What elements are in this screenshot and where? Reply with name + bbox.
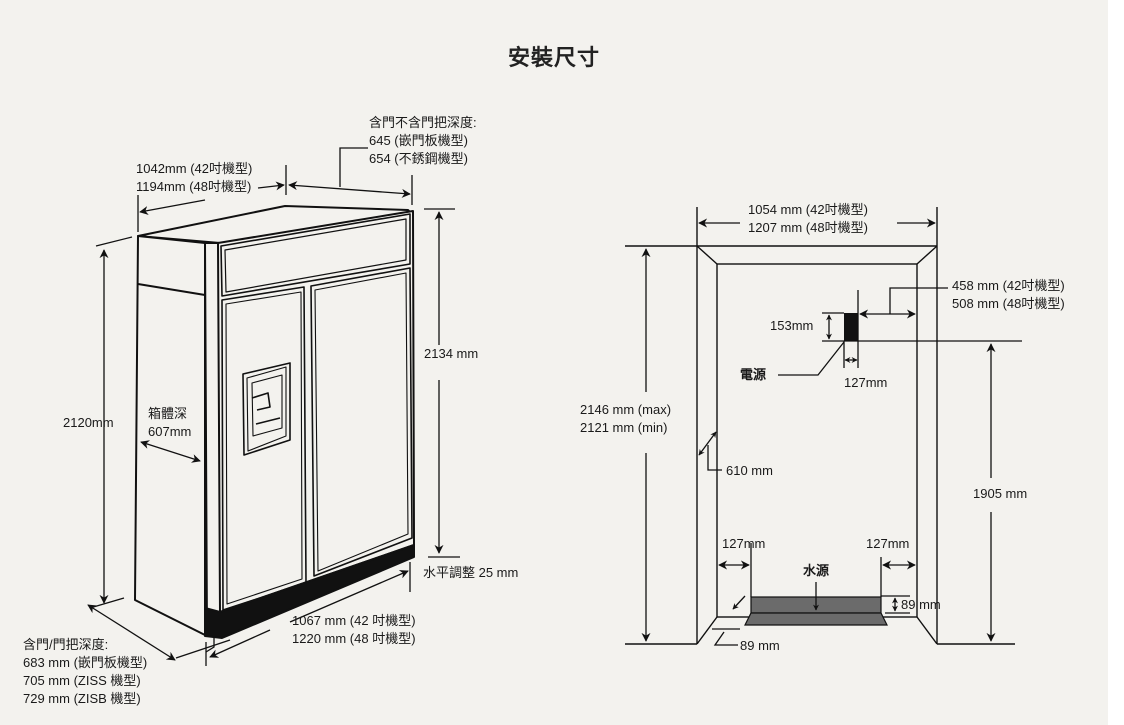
dim-door-depth [288,181,411,198]
depth-with-handle-label: 含門/門把深度: 683 mm (嵌門板機型) 705 mm (ZISS 機型)… [23,636,147,708]
dim-opening-depth [698,431,717,456]
depth-with-handle-line-2: 705 mm (ZISS 機型) [23,673,141,688]
width-bottom-label: 1067 mm (42 吋機型) 1220 mm (48 吋機型) [292,612,416,648]
depth-with-handle-heading: 含門/門把深度: [23,637,109,652]
door-depth-line-1: 645 (嵌門板機型) [369,133,468,148]
water-depth-label: 89 mm [740,638,780,653]
power-height-label: 153mm [770,318,814,333]
fridge-top-panel [220,213,411,297]
depth-with-handle-line-3: 729 mm (ZISB 機型) [23,691,141,706]
left-dimension-lines [87,147,460,666]
power-source-label: 電源 [740,367,767,382]
power-offset-line-2: 508 mm (48吋機型) [952,296,1065,311]
water-left-label: 127mm [722,536,766,551]
power-outlet [844,313,858,341]
height-total-label: 2120mm [63,415,114,430]
width-bottom-line-2: 1220 mm (48 吋機型) [292,631,416,646]
refrigerator-drawing [134,205,415,639]
dim-width-top [139,199,206,215]
page-title: 安裝尺寸 [507,46,600,71]
opening-height-label: 2146 mm (max) 2121 mm (min) [580,401,671,437]
water-dispenser [242,362,291,456]
opening-height-line-1: 2146 mm (max) [580,402,672,417]
fridge-right-door [310,267,413,577]
opening-width-line-1: 1054 mm (42吋機型) [748,202,868,217]
height-front-label: 2134 mm [424,346,479,361]
depth-with-handle-line-1: 683 mm (嵌門板機型) [23,655,148,670]
width-bottom-line-1: 1067 mm (42 吋機型) [292,613,416,628]
water-height-label: 89 mm [901,597,941,612]
door-depth-line-2: 654 (不銹鋼機型) [369,151,468,166]
cabinet-depth-line-1: 箱體深 [148,406,188,421]
opening-width-line-2: 1207 mm (48吋機型) [748,220,868,235]
door-depth-label: 含門不含門把深度: 645 (嵌門板機型) 654 (不銹鋼機型) [369,114,477,168]
power-offset-label: 458 mm (42吋機型) 508 mm (48吋機型) [952,277,1065,313]
dim-width-bottom [289,570,409,623]
opening-height-line-2: 2121 mm (min) [580,420,668,435]
fridge-toe-kick [204,544,415,639]
opening-depth-label: 610 mm [726,463,773,478]
water-right-label: 127mm [866,536,910,551]
dim-cabinet-depth [140,440,201,463]
width-top-label: 1042mm (42吋機型) 1194mm (48吋機型) [136,160,252,196]
opening-width-label: 1054 mm (42吋機型) 1207 mm (48吋機型) [748,201,868,237]
cabinet-depth-label: 箱體深 607mm [148,405,191,441]
power-width-label: 127mm [844,375,888,390]
right-dimension-lines [641,218,1022,646]
power-elevation-label: 1905 mm [973,486,1028,501]
water-source-label: 水源 [803,563,830,578]
power-offset-line-1: 458 mm (42吋機型) [952,278,1065,293]
width-top-line-2: 1194mm (48吋機型) [136,179,252,194]
width-top-line-1: 1042mm (42吋機型) [136,161,253,176]
leveling-label: 水平調整 25 mm [423,565,519,580]
cabinet-depth-line-2: 607mm [148,424,192,439]
door-depth-heading: 含門不含門把深度: [369,115,477,130]
